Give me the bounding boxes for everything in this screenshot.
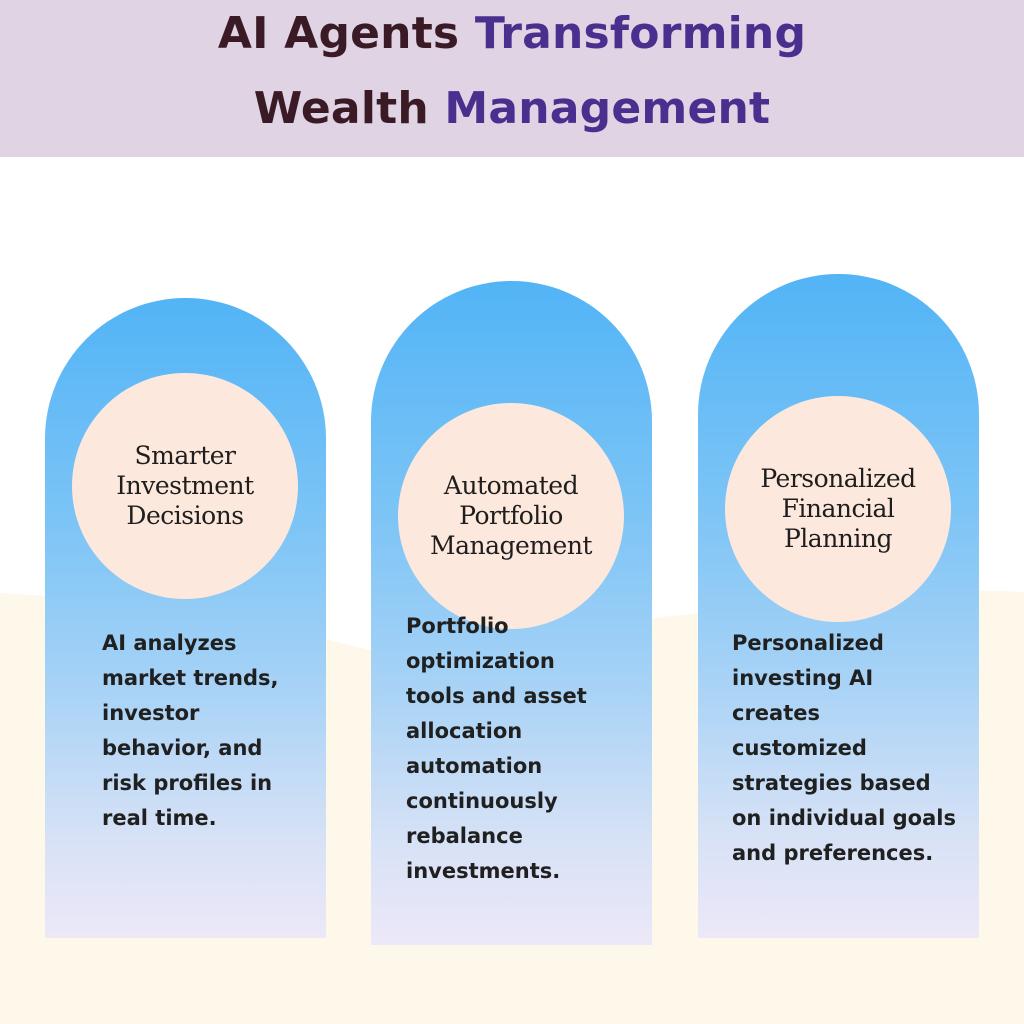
pillar-heading: Smarter Investment Decisions: [116, 441, 254, 530]
pillar-heading: Personalized Financial Planning: [760, 464, 916, 553]
pillar-automated-portfolio: Automated Portfolio Management Portfolio…: [371, 281, 652, 945]
pillar-heading-circle: Personalized Financial Planning: [725, 396, 951, 622]
pillar-description: Portfolio optimization tools and asset a…: [406, 614, 587, 883]
title-dark-text: Wealth: [253, 83, 445, 134]
title-purple-text: Transforming: [474, 8, 807, 59]
title-dark-text: AI Agents: [217, 8, 475, 59]
pillar-heading-circle: Smarter Investment Decisions: [72, 373, 298, 599]
header-banner: AI Agents Transforming Wealth Management: [0, 0, 1024, 157]
title-purple-text: Management: [444, 83, 771, 134]
pillar-smarter-investment: Smarter Investment Decisions AI analyzes…: [45, 298, 326, 938]
page-title-line-2: Wealth Management: [0, 83, 1024, 134]
page-title-line-1: AI Agents Transforming: [0, 8, 1024, 59]
pillar-description: Personalized investing AI creates custom…: [732, 631, 956, 865]
pillar-heading-circle: Automated Portfolio Management: [398, 403, 624, 629]
pillar-heading: Automated Portfolio Management: [430, 471, 592, 560]
pillar-description: AI analyzes market trends, investor beha…: [102, 631, 279, 830]
pillar-personalized-planning: Personalized Financial Planning Personal…: [698, 274, 979, 938]
